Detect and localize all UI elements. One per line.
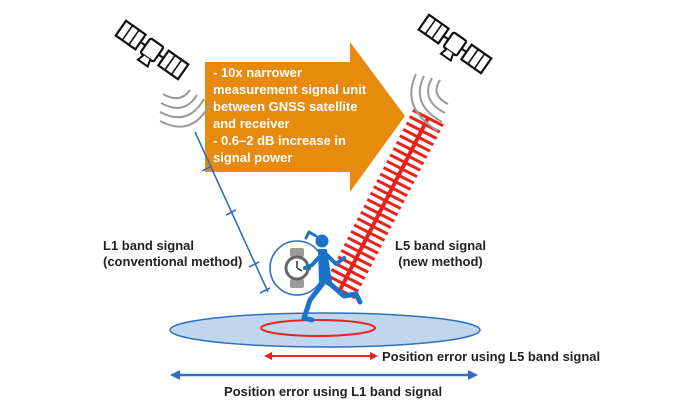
improvement-text-line: and receiver: [213, 116, 290, 131]
l5-ladder-rung: [343, 242, 376, 261]
l5-ladder-rung: [386, 159, 418, 179]
l1-signal-line: [194, 131, 271, 294]
runner-icon: [301, 230, 363, 323]
improvement-text-line: measurement signal unit: [213, 82, 367, 97]
l5-ladder-rung: [330, 268, 363, 287]
l5-ladder-rung: [350, 229, 382, 249]
l5-signal-label-line1: L5 band signal: [395, 238, 487, 253]
l1-error-label: Position error using L1 band signal: [224, 384, 443, 399]
l5-ladder-rung: [356, 217, 389, 236]
l5-ladder-rung: [376, 178, 408, 198]
l5-ladder-rung: [346, 236, 379, 255]
l5-ladder-rung: [353, 223, 386, 242]
l1-signal-label-line2: (conventional method): [103, 254, 243, 269]
l5-ladder-rung: [360, 210, 392, 230]
improvement-text-line: - 10x narrower: [213, 65, 302, 80]
l5-ladder-rung: [379, 172, 412, 191]
l1-signal-label-line1: L1 band signal: [103, 238, 195, 253]
satellite-icon: [114, 19, 190, 81]
improvement-text-line: - 0.6–2 dB increase in: [213, 133, 346, 148]
l5-ladder-rung: [402, 128, 435, 147]
improvement-text: - 10x narrower measurement signal unit b…: [213, 64, 378, 166]
improvement-arrow: [205, 42, 405, 192]
l5-ladder-rung: [373, 185, 405, 204]
watch-icon: [269, 240, 325, 296]
l5-ladder-rung: [389, 153, 422, 172]
improvement-text-line: between GNSS satellite: [213, 99, 358, 114]
l1-error-ellipse: [169, 312, 481, 348]
signal-waves-left: [159, 89, 211, 128]
l5-signal-ladder: [324, 108, 444, 300]
l5-ladder-rung: [382, 166, 415, 185]
l5-ladder-rung: [327, 274, 360, 293]
l1-signal-label: L1 band signal (conventional method): [103, 238, 242, 270]
l5-ladder-rung: [405, 121, 438, 140]
l5-ladder-rung: [369, 191, 402, 210]
l5-ladder-rung: [366, 198, 399, 217]
satellite-icon: [417, 13, 493, 75]
l5-ladder-rung: [340, 249, 373, 268]
l5-error-label: Position error using L5 band signal: [382, 349, 601, 364]
l5-ladder-rung: [333, 261, 366, 280]
l5-signal-label-line2: (new method): [398, 254, 483, 269]
l5-signal-label: L5 band signal (new method): [395, 238, 486, 270]
l5-error-ellipse: [260, 319, 376, 337]
improvement-text-line: signal power: [213, 150, 293, 165]
l5-ladder-rung: [395, 140, 428, 159]
l5-ladder-rung: [392, 147, 425, 166]
signal-waves-right: [410, 73, 449, 132]
l5-ladder-rung: [363, 204, 395, 223]
l5-ladder-rung: [399, 134, 431, 153]
l5-ladder-spine: [338, 117, 430, 291]
